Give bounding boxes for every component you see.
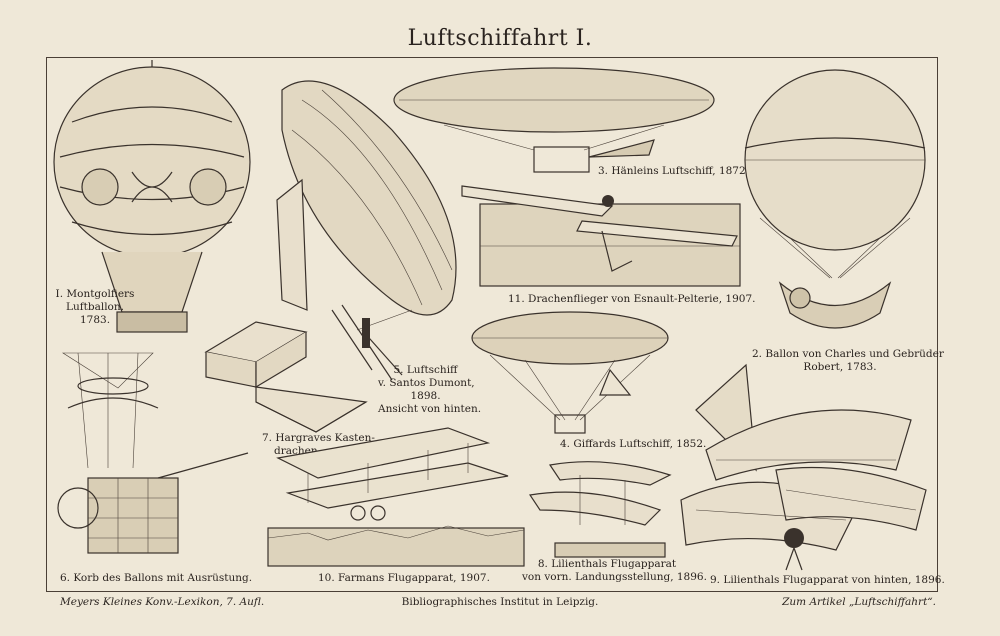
- esnault-pelterie-glider-illustration: [461, 185, 741, 287]
- balloon-basket-illustration: [57, 352, 249, 554]
- page-title: Luftschiffahrt I.: [407, 26, 593, 51]
- caption-fig-2: 2. Ballon von Charles und Gebrüder Rober…: [752, 348, 944, 373]
- giffard-airship-illustration: [471, 311, 669, 434]
- lilienthal-glider-rear-illustration: [680, 363, 927, 571]
- caption-fig-8: 8. Lilienthals Flugapparat von vorn. Lan…: [522, 558, 707, 583]
- caption-fig-1: I. Montgolfiers Luftballon. 1783.: [55, 288, 135, 326]
- farman-aeroplane-illustration: [267, 427, 525, 567]
- footer-center: Bibliographisches Institut in Leipzig.: [401, 596, 599, 608]
- footer-right: Zum Artikel „Luftschiffahrt“.: [782, 596, 936, 608]
- caption-fig-6: 6. Korb des Ballons mit Ausrüstung.: [60, 572, 253, 584]
- plate-frame: [46, 57, 938, 592]
- caption-fig-10: 10. Farmans Flugapparat, 1907.: [318, 572, 490, 584]
- charles-robert-balloon-illustration: [744, 69, 926, 329]
- caption-fig-4: 4. Giffards Luftschiff, 1852.: [560, 438, 707, 450]
- haenlein-airship-illustration: [393, 67, 715, 173]
- caption-fig-3: 3. Hänleins Luftschiff, 1872.: [598, 165, 750, 177]
- caption-fig-11: 11. Drachenflieger von Esnault-Pelterie,…: [508, 293, 756, 305]
- caption-fig-5: 5. Luftschiff v. Santos Dumont, 1898. An…: [378, 364, 482, 415]
- caption-fig-9: 9. Lilienthals Flugapparat von hinten, 1…: [710, 574, 945, 586]
- footer-left: Meyers Kleines Konv.-Lexikon, 7. Aufl.: [60, 596, 265, 608]
- hargrave-box-kite-illustration: [204, 321, 368, 433]
- montgolfier-balloon-illustration: [53, 60, 251, 333]
- lilienthal-glider-front-illustration: [528, 461, 672, 558]
- santos-dumont-airship-illustration: [276, 80, 457, 381]
